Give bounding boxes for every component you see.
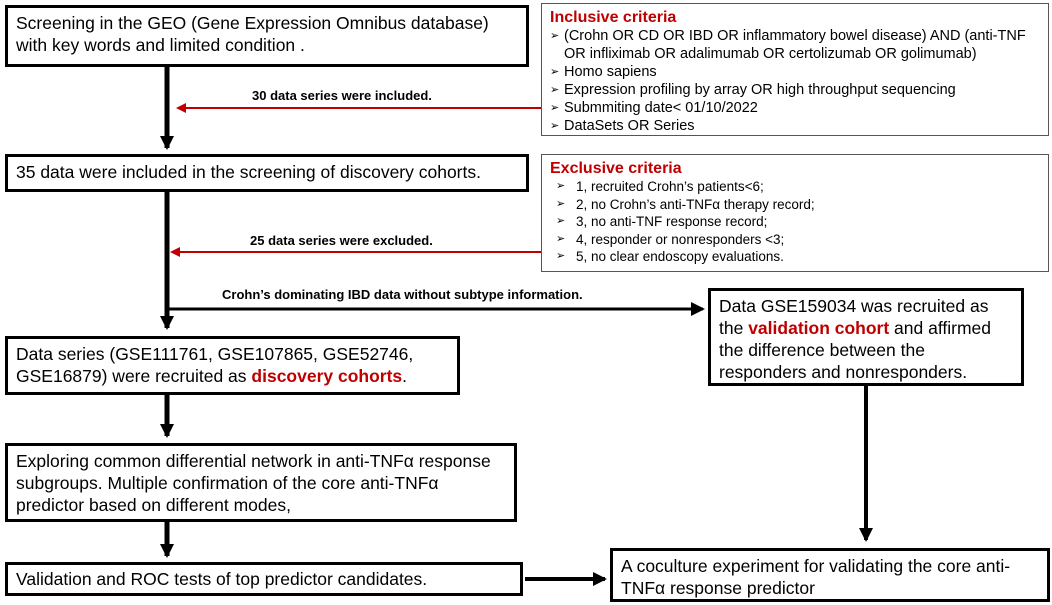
exclusive-criteria-box: Exclusive criteria 1, recruited Crohn’s … (541, 154, 1049, 272)
excluded-label: 25 data series were excluded. (250, 233, 433, 248)
exclusive-item: 4, responder or nonresponders <3; (550, 231, 1040, 249)
exclusive-item: 2, no Crohn’s anti-TNFα therapy record; (550, 196, 1040, 214)
validation-box: Data GSE159034 was recruited as the vali… (708, 288, 1024, 386)
inclusive-criteria-box: Inclusive criteria (Crohn OR CD OR IBD O… (541, 3, 1049, 136)
crohns-label: Crohn’s dominating IBD data without subt… (222, 287, 583, 302)
exclusive-item: 1, recruited Crohn’s patients<6; (550, 178, 1040, 196)
inclusive-item: Homo sapiens (550, 63, 1040, 81)
discovery-cohorts-highlight: discovery cohorts (251, 366, 403, 386)
inclusive-item: Expression profiling by array OR high th… (550, 81, 1040, 99)
inclusive-item: Submmiting date< 01/10/2022 (550, 99, 1040, 117)
exploring-text: Exploring common differential network in… (16, 451, 491, 515)
included-label: 30 data series were included. (252, 88, 432, 103)
included-35-text: 35 data were included in the screening o… (16, 162, 481, 182)
exploring-box: Exploring common differential network in… (5, 443, 517, 522)
validation-text-pre: Data GSE159034 was recruited as the (719, 296, 989, 338)
included-35-box: 35 data were included in the screening o… (5, 154, 529, 192)
exclusive-item: 5, no clear endoscopy evaluations. (550, 248, 1040, 266)
roc-box: Validation and ROC tests of top predicto… (5, 562, 523, 596)
screening-text: Screening in the GEO (Gene Expression Om… (16, 13, 489, 55)
exclusive-item: 3, no anti-TNF response record; (550, 213, 1040, 231)
discovery-box: Data series (GSE111761, GSE107865, GSE52… (5, 336, 460, 395)
coculture-text: A coculture experiment for validating th… (621, 556, 1011, 598)
exclusive-list: 1, recruited Crohn’s patients<6; 2, no C… (550, 178, 1040, 266)
inclusive-list: (Crohn OR CD OR IBD OR inflammatory bowe… (550, 27, 1040, 135)
roc-text: Validation and ROC tests of top predicto… (16, 569, 428, 589)
exclusive-title: Exclusive criteria (550, 160, 682, 177)
discovery-text-post: . (402, 366, 408, 386)
inclusive-item: (Crohn OR CD OR IBD OR inflammatory bowe… (550, 27, 1040, 63)
inclusive-title: Inclusive criteria (550, 9, 677, 26)
validation-cohort-highlight: validation cohort (748, 318, 890, 338)
coculture-box: A coculture experiment for validating th… (610, 548, 1050, 602)
inclusive-item: DataSets OR Series (550, 117, 1040, 135)
discovery-text-pre: Data series (GSE111761, GSE107865, GSE52… (16, 344, 414, 386)
validation-text-post: and affirmed the difference between the … (719, 318, 992, 382)
screening-box: Screening in the GEO (Gene Expression Om… (5, 5, 529, 67)
